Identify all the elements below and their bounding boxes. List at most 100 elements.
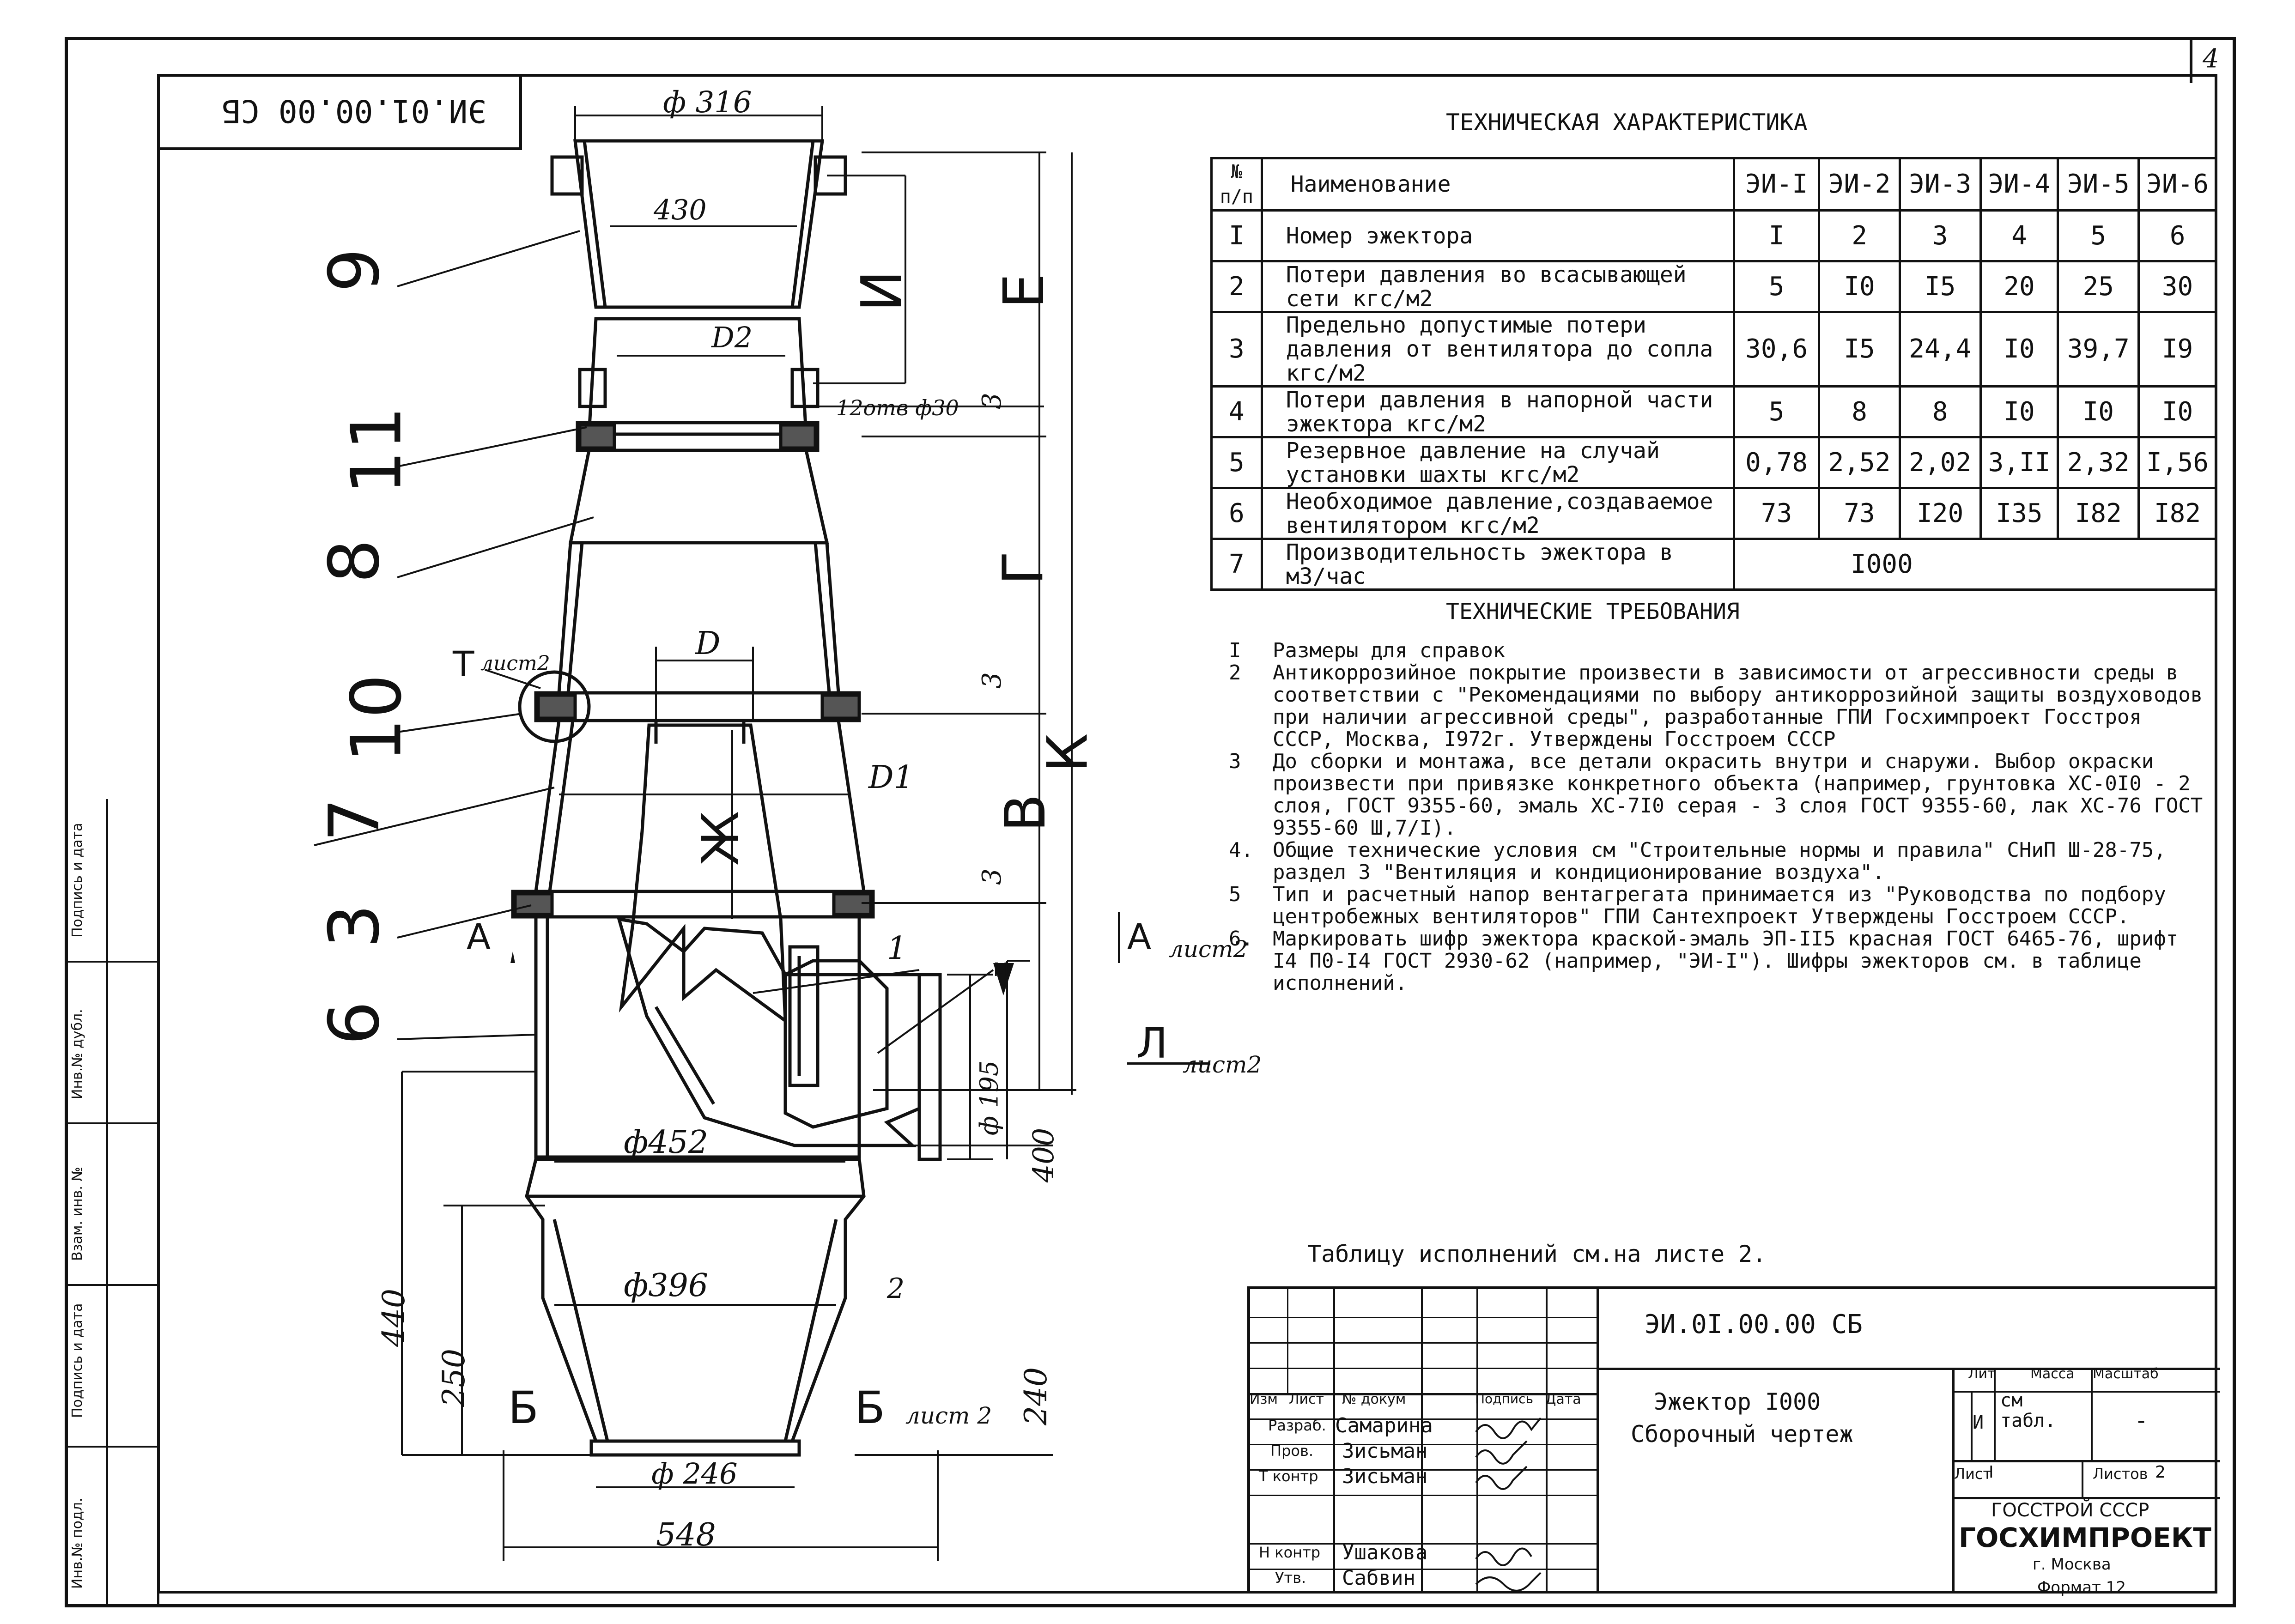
tb-hdr-list: Лист	[1289, 1391, 1324, 1407]
dim-bolts: 12отв ф30	[836, 395, 959, 420]
callout-6: 6	[314, 1001, 395, 1045]
section-B-right: Б	[855, 1382, 885, 1434]
spec-cell: I82	[2057, 487, 2140, 540]
tb-lit-hdr: Лит	[1968, 1366, 1996, 1382]
section-A-right: А	[1127, 916, 1151, 957]
spec-cell: I,56	[2137, 436, 2217, 489]
strip-label-inv-podl: Инв.№ подл.	[69, 1497, 85, 1589]
tb-name-1: Эжектор I000	[1654, 1388, 1821, 1415]
tb-hdr-date: Дата	[1545, 1391, 1581, 1407]
dim-D2: D2	[711, 321, 753, 354]
spec-row-name: Потери давления во всасывающей сети кгс/…	[1260, 260, 1736, 313]
dim-D: D	[695, 625, 721, 662]
callout-8: 8	[314, 539, 395, 583]
spec-hdr-ei2: ЭИ-2	[1818, 157, 1901, 212]
spec-hdr-ei4: ЭИ-4	[1979, 157, 2059, 212]
spec-cell: I0	[2137, 385, 2217, 438]
section-A-left: А	[467, 916, 491, 957]
spec-cell: 5	[2057, 209, 2140, 262]
dim-240: 240	[1018, 1367, 1054, 1425]
req-item: 4.Общие технические условия см "Строител…	[1229, 838, 2166, 884]
spec-cell: 20	[1979, 260, 2059, 313]
sheet-number-box	[2190, 37, 2239, 83]
tb-scale: -	[2134, 1407, 2149, 1434]
spec-cell-merged: I000	[1733, 538, 2217, 591]
callout-1: 1	[887, 930, 907, 967]
tb-name-tkontr: Зисьман	[1342, 1465, 1428, 1488]
spec-cell: 3,II	[1979, 436, 2059, 489]
spec-cell: 39,7	[2057, 311, 2140, 388]
tb-code: ЭИ.0I.00.00 СБ	[1645, 1309, 1863, 1339]
tb-name-nkontr: Ушакова	[1342, 1541, 1428, 1564]
dim-E: Е	[992, 273, 1056, 309]
spec-row-name: Предельно допустимые потери давления от …	[1260, 311, 1736, 388]
tb-name-razrab: Самарина	[1335, 1414, 1433, 1437]
spec-row-no: 3	[1210, 311, 1263, 388]
view-T: Т	[453, 643, 474, 685]
tb-org-3: г. Москва	[2033, 1555, 2111, 1574]
dim-440: 440	[376, 1289, 412, 1347]
dim-d246: ф 246	[651, 1457, 738, 1491]
tb-scale-hdr: Масштаб	[2093, 1366, 2159, 1382]
sheet-number: 4	[2203, 44, 2219, 74]
dim-three-2: 3	[977, 672, 1007, 689]
spec-cell: 3	[1898, 209, 1982, 262]
dim-Zh: Ж	[691, 811, 750, 866]
spec-cell: I0	[1979, 311, 2059, 388]
stamp-top-box	[157, 74, 522, 150]
tb-hdr-izm: Изм	[1250, 1391, 1278, 1407]
spec-cell: 8	[1898, 385, 1982, 438]
tb-sheet-label: Лист	[1954, 1465, 1992, 1483]
tb-role-utv: Утв.	[1275, 1569, 1306, 1587]
tb-mass: см табл.	[2000, 1390, 2056, 1431]
dim-G: Г	[991, 551, 1056, 585]
tb-sheets: 2	[2155, 1463, 2166, 1482]
spec-row-name: Производительность эжектора в м3/час	[1260, 538, 1736, 591]
dim-I: И	[850, 270, 914, 312]
spec-cell: I5	[1818, 311, 1901, 388]
tb-name-utv: Сабвин	[1342, 1566, 1415, 1590]
tb-name-prov: Зисьман	[1342, 1439, 1428, 1463]
spec-cell: I20	[1898, 487, 1982, 540]
spec-row-no: 6	[1210, 487, 1263, 540]
spec-cell: 2,52	[1818, 436, 1901, 489]
tb-role-nkontr: Н контр	[1259, 1544, 1321, 1561]
tb-org-1: ГОССТРОЙ СССР	[1991, 1500, 2149, 1521]
spec-cell: 6	[2137, 209, 2217, 262]
dim-400: 400	[1026, 1127, 1061, 1183]
spec-row-name: Необходимое давление,создаваемое вентиля…	[1260, 487, 1736, 540]
spec-cell: I5	[1898, 260, 1982, 313]
spec-row-name: Потери давления в напорной части эжектор…	[1260, 385, 1736, 438]
spec-cell: 30,6	[1732, 311, 1821, 388]
spec-cell: I82	[2137, 487, 2217, 540]
spec-cell: I0	[1818, 260, 1901, 313]
req-item: 6.Маркировать шифр эжектора краской-эмал…	[1229, 927, 2179, 995]
spec-hdr-ei1: ЭИ-I	[1732, 157, 1821, 212]
spec-cell: 24,4	[1898, 311, 1982, 388]
spec-row-no: I	[1210, 209, 1263, 262]
dim-three-1: 3	[977, 393, 1007, 409]
spec-hdr-no: № п/п	[1210, 157, 1263, 212]
spec-cell: 25	[2057, 260, 2140, 313]
callout-11: 11	[336, 406, 417, 495]
spec-cell: 5	[1732, 260, 1821, 313]
spec-cell: 8	[1818, 385, 1901, 438]
dim-D1: D1	[868, 759, 914, 796]
tb-org-2: ГОСХИМПРОЕКТ	[1959, 1522, 2211, 1553]
tb-role-razrab: Разраб.	[1268, 1417, 1326, 1434]
callout-9: 9	[314, 248, 395, 292]
spec-row-name: Номер эжектора	[1260, 209, 1736, 262]
spec-title: ТЕХНИЧЕСКАЯ ХАРАКТЕРИСТИКА	[1446, 109, 1808, 136]
dim-d396: ф396	[624, 1267, 709, 1304]
spec-row-no: 2	[1210, 260, 1263, 313]
tb-name-2: Сборочный чертеж	[1631, 1421, 1853, 1448]
spec-cell: 2	[1818, 209, 1901, 262]
dim-two: 2	[887, 1273, 905, 1305]
spec-row-no: 7	[1210, 538, 1263, 591]
spec-hdr-ei3: ЭИ-3	[1898, 157, 1982, 212]
view-L-arrow	[1127, 1062, 1210, 1065]
strip-label-sign-date-2: Подпись и дата	[69, 823, 85, 938]
section-B-sheet: лист 2	[905, 1402, 992, 1429]
dim-d316: ф 316	[663, 85, 752, 120]
